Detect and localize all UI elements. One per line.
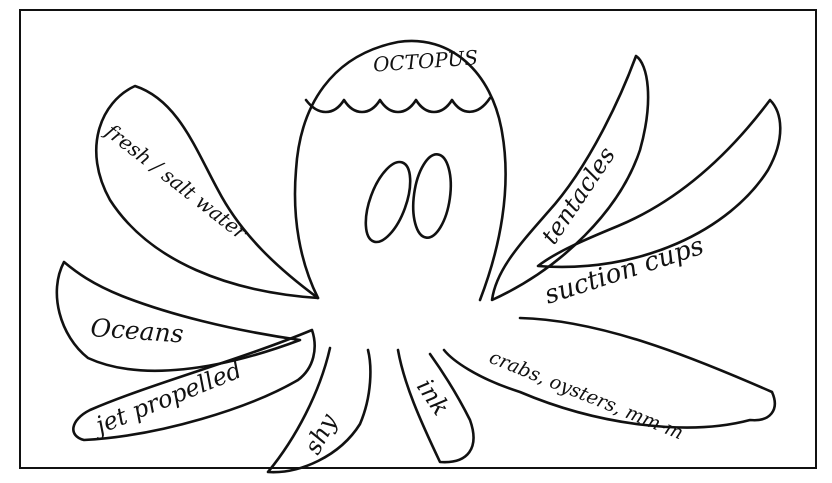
octopus-title: OCTOPUS: [372, 45, 479, 76]
head-band: [306, 98, 490, 112]
label-crabs-oysters: crabs, oysters, mm-m: [486, 346, 686, 444]
right-eye: [408, 152, 455, 240]
label-suction-cups: suction cups: [541, 231, 708, 311]
octopus-head: [295, 41, 506, 300]
label-oceans: Oceans: [90, 313, 185, 348]
label-tentacles: tentacles: [536, 142, 621, 250]
label-fresh-salt-water: fresh / salt water: [99, 118, 253, 245]
left-eye: [357, 156, 420, 247]
